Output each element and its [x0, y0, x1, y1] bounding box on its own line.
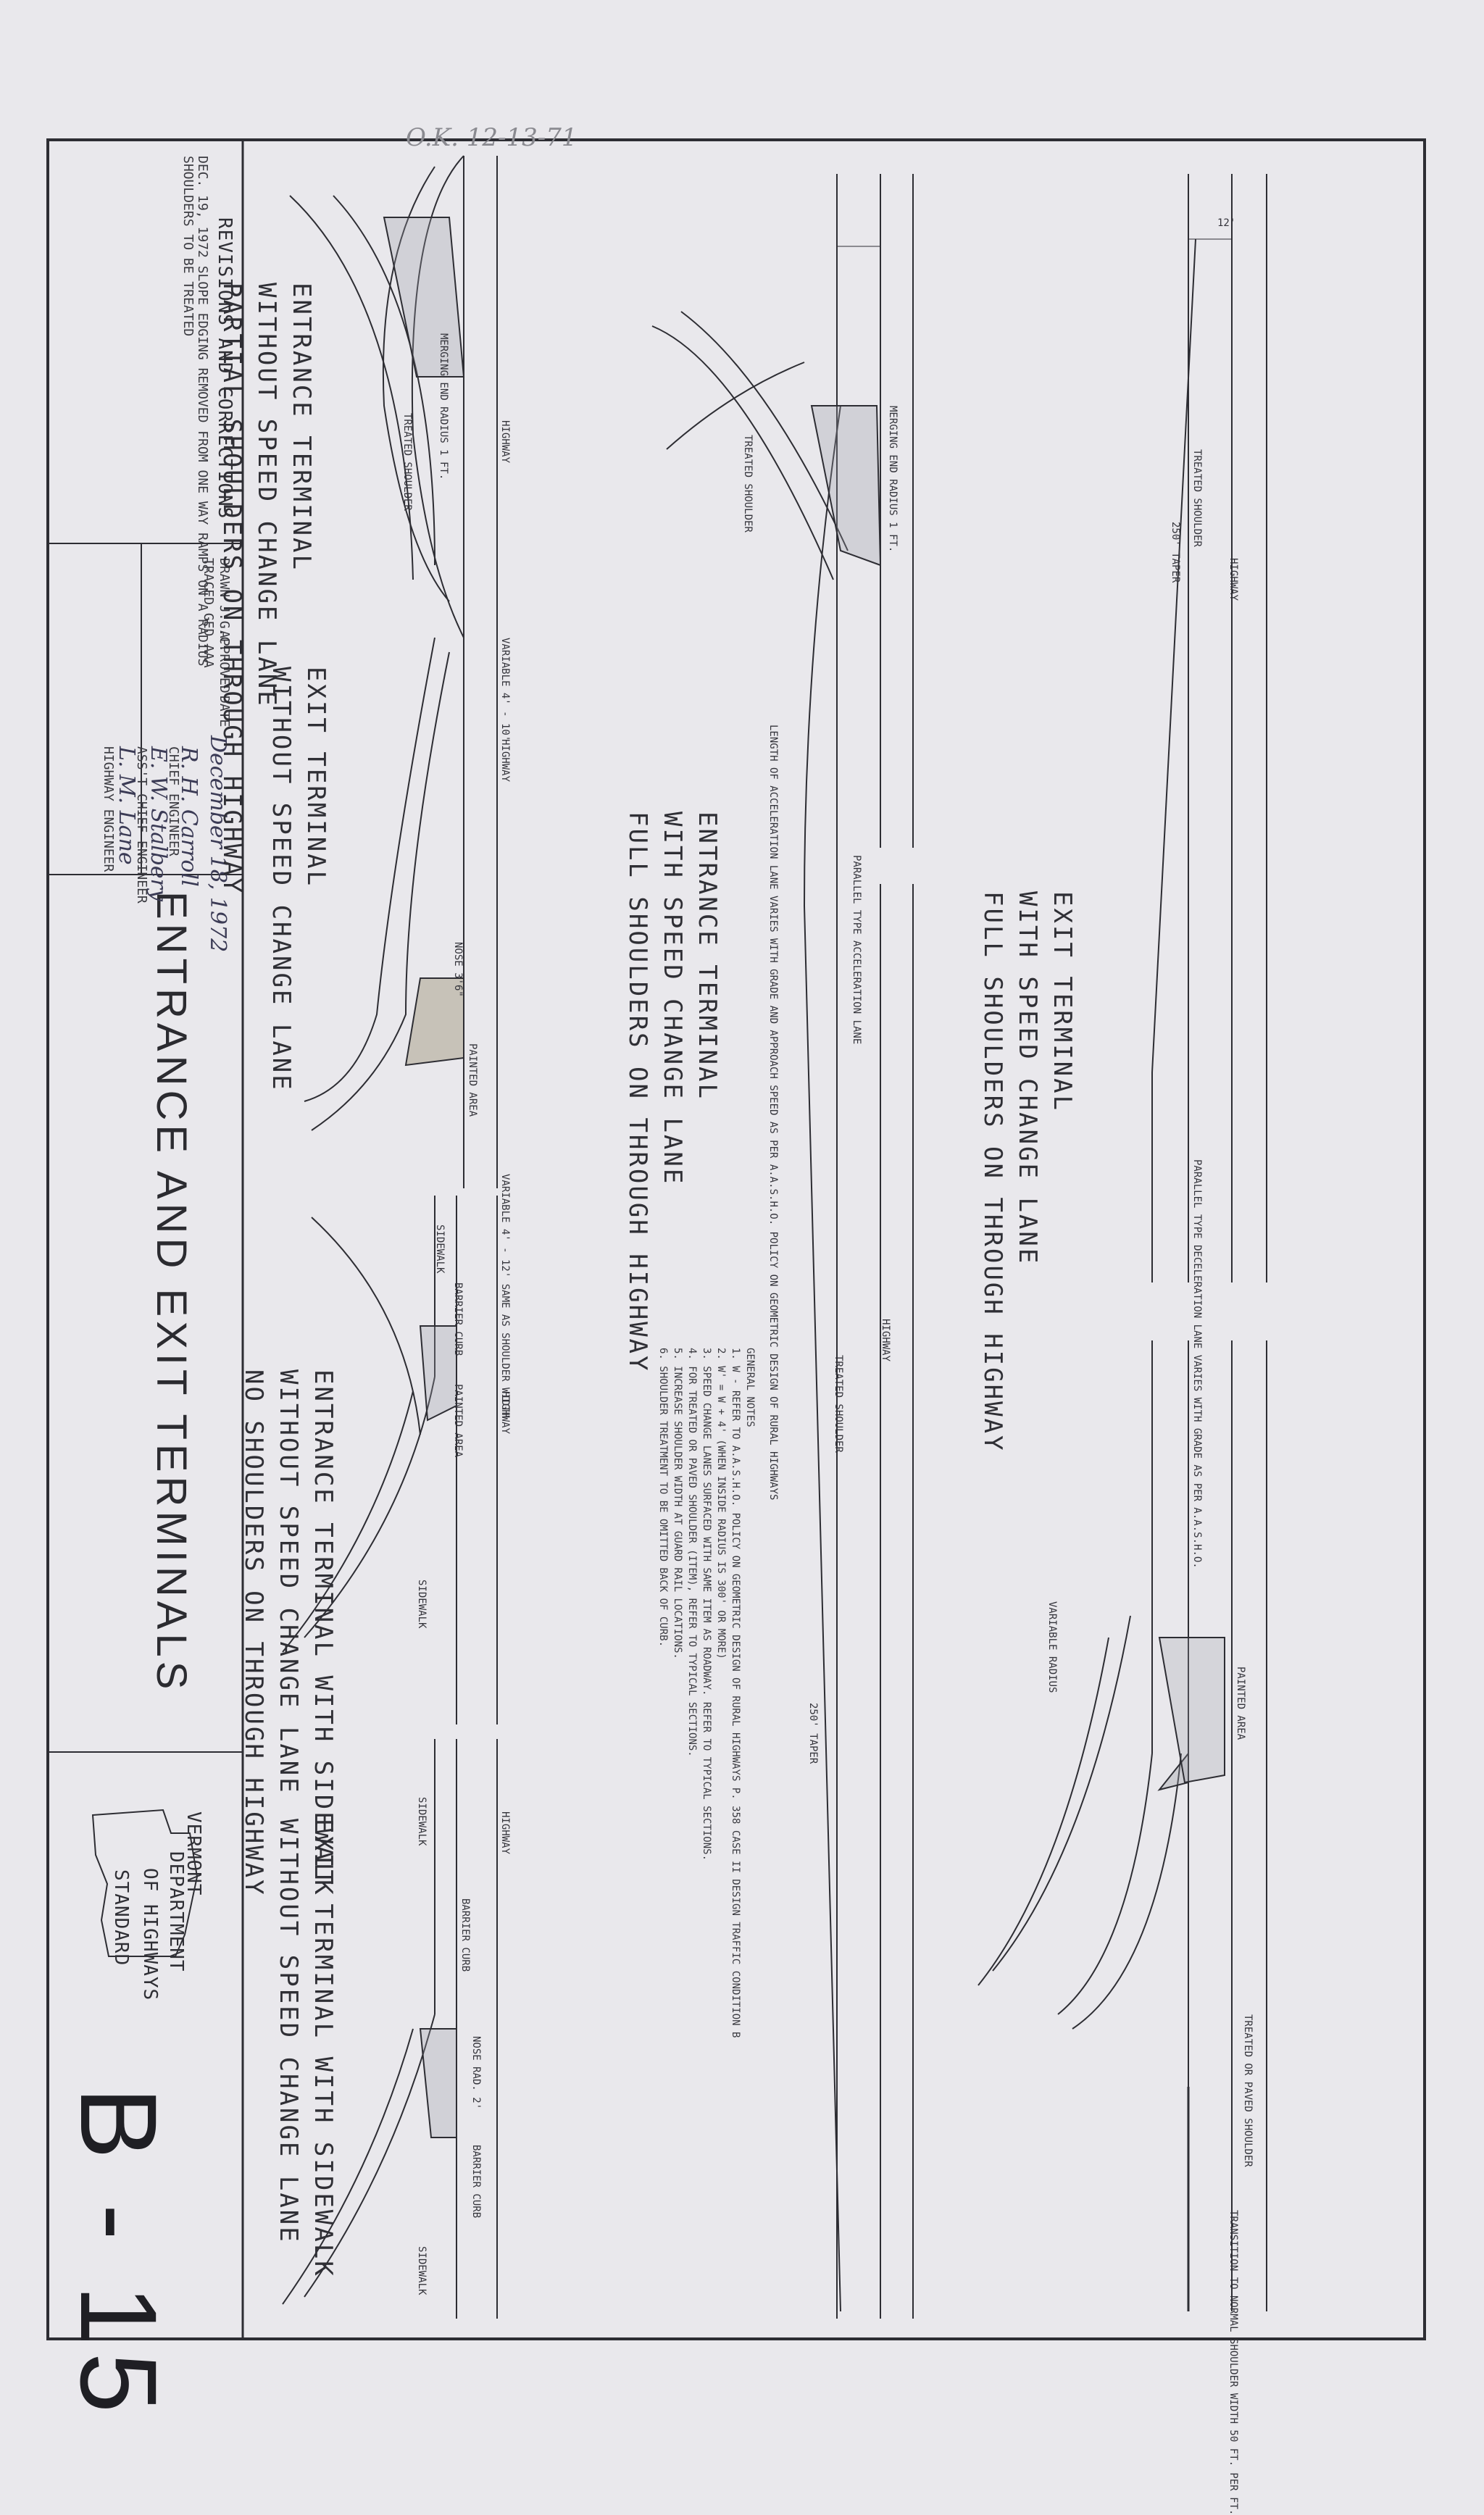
exit-sidewalk-diagram [282, 1739, 498, 2319]
label-highway-2: HIGHWAY [880, 1319, 891, 1362]
drawing-title: ENTRANCE AND EXIT TERMINALS [148, 891, 195, 1694]
sheet-border [46, 138, 1426, 2340]
label-sidewalk-2: SIDEWALK [416, 1580, 428, 1629]
label-treated-shoulder-3: TREATED SHOULDER [742, 435, 754, 533]
label-merging-end-1: MERGING END RADIUS 1 FT. [887, 406, 899, 553]
label-sidewalk-3: SIDEWALK [416, 1797, 428, 1846]
signature-highway-engineer: L. M. Lane [114, 746, 139, 865]
title-highway-engineer: HIGHWAY ENGINEER [101, 746, 116, 872]
label-transition: TRANSITION TO NORMAL SHOULDER WIDTH 50 F… [1227, 2210, 1239, 2515]
label-taper-1: 250' TAPER [1170, 522, 1181, 583]
label-parallel-decel: PARALLEL TYPE DECELERATION LANE VARIES W… [1191, 1159, 1203, 1569]
exit-speed-change-diagram [977, 174, 1267, 2311]
label-nose-rad: NOSE RAD. 2' [470, 2036, 482, 2110]
entrance-no-speed-change-diagram [289, 155, 498, 638]
caption-exit-speed-change: EXIT TERMINAL WITH SPEED CHANGE LANE FUL… [978, 891, 1077, 1453]
entrance-sidewalk-diagram [282, 1196, 498, 1724]
label-painted-area-1: PAINTED AREA [1235, 1667, 1246, 1740]
label-barrier-curb-3: BARRIER CURB [470, 2145, 482, 2219]
general-notes: GENERAL NOTES 1. W - REFER TO A.A.S.H.O.… [657, 1348, 756, 2038]
label-highway-3: HIGHWAY [499, 420, 511, 464]
standard-number: B - 15 [58, 2087, 180, 2421]
label-merging-end-2: MERGING END RADIUS 1 FT. [438, 333, 449, 480]
label-treated-shoulder-4: TREATED SHOULDER [401, 413, 413, 511]
label-barrier-curb-1: BARRIER CURB [452, 1282, 464, 1356]
agency-of-highways: OF HIGHWAYS [139, 1868, 161, 2001]
label-parallel-accel: PARALLEL TYPE ACCELERATION LANE [851, 855, 862, 1045]
svg-text:12': 12' [1217, 217, 1235, 229]
label-sidewalk-4: SIDEWALK [416, 2246, 428, 2295]
label-sidewalk-1: SIDEWALK [434, 1225, 446, 1274]
label-taper-2: 250' TAPER [807, 1703, 819, 1764]
label-highway-5: HIGHWAY [499, 1391, 511, 1435]
entrance-speed-change-diagram [651, 174, 914, 2319]
label-highway-6: HIGHWAY [499, 1811, 511, 1855]
agency-standard: STANDARD [110, 1869, 132, 1966]
label-variable-radius: VARIABLE RADIUS [1046, 1601, 1058, 1693]
label-barrier-curb-2: BARRIER CURB [459, 1898, 471, 1972]
label-variable-4-10: VARIABLE 4' - 10' [499, 638, 511, 742]
label-painted-area-3: PAINTED AREA [452, 1384, 464, 1458]
revision-line-2: SHOULDERS TO BE TREATED [180, 156, 196, 337]
label-variable-shoulder: VARIABLE 4' - 12' SAME AS SHOULDER WIDTH [499, 1174, 511, 1419]
label-accel-length: LENGTH OF ACCELERATION LANE VARIES WITH … [767, 725, 779, 1501]
caption-exit-no-speed-change: EXIT TERMINAL WITHOUT SPEED CHANGE LANE [267, 667, 330, 1092]
label-highway-4: HIGHWAY [499, 739, 511, 783]
vermont-outline-icon [91, 1809, 199, 1957]
drawing-sheet: 12' [46, 138, 1426, 2340]
caption-entrance-sidewalk: ENTRANCE TERMINAL WITH SIDEWALK WITHOUT … [239, 1369, 338, 1897]
exit-no-speed-change-diagram [304, 637, 498, 1188]
label-painted-area-2: PAINTED AREA [467, 1043, 478, 1117]
caption-entrance-speed-change: ENTRANCE TERMINAL WITH SPEED CHANGE LANE… [623, 812, 722, 1373]
signature-asst-chief-engineer: E. W. Stalbery [146, 746, 171, 901]
agency-department: DEPARTMENT [165, 1851, 187, 1972]
caption-exit-sidewalk: EXIT TERMINAL WITH SIDEWALK WITHOUT SPEE… [274, 1819, 338, 2278]
traced-by: TRACED GED AAA [201, 558, 216, 668]
label-highway-1: HIGHWAY [1227, 558, 1239, 601]
label-treated-or-paved-shoulder: TREATED OR PAVED SHOULDER [1242, 2014, 1254, 2167]
approval-stamp: O.K. 12-13-71 [406, 123, 578, 152]
label-treated-shoulder-1: TREATED SHOULDER [1191, 449, 1203, 547]
label-treated-shoulder-2: TREATED SHOULDER [833, 1355, 844, 1453]
label-nose: NOSE 3'6" [452, 942, 464, 997]
